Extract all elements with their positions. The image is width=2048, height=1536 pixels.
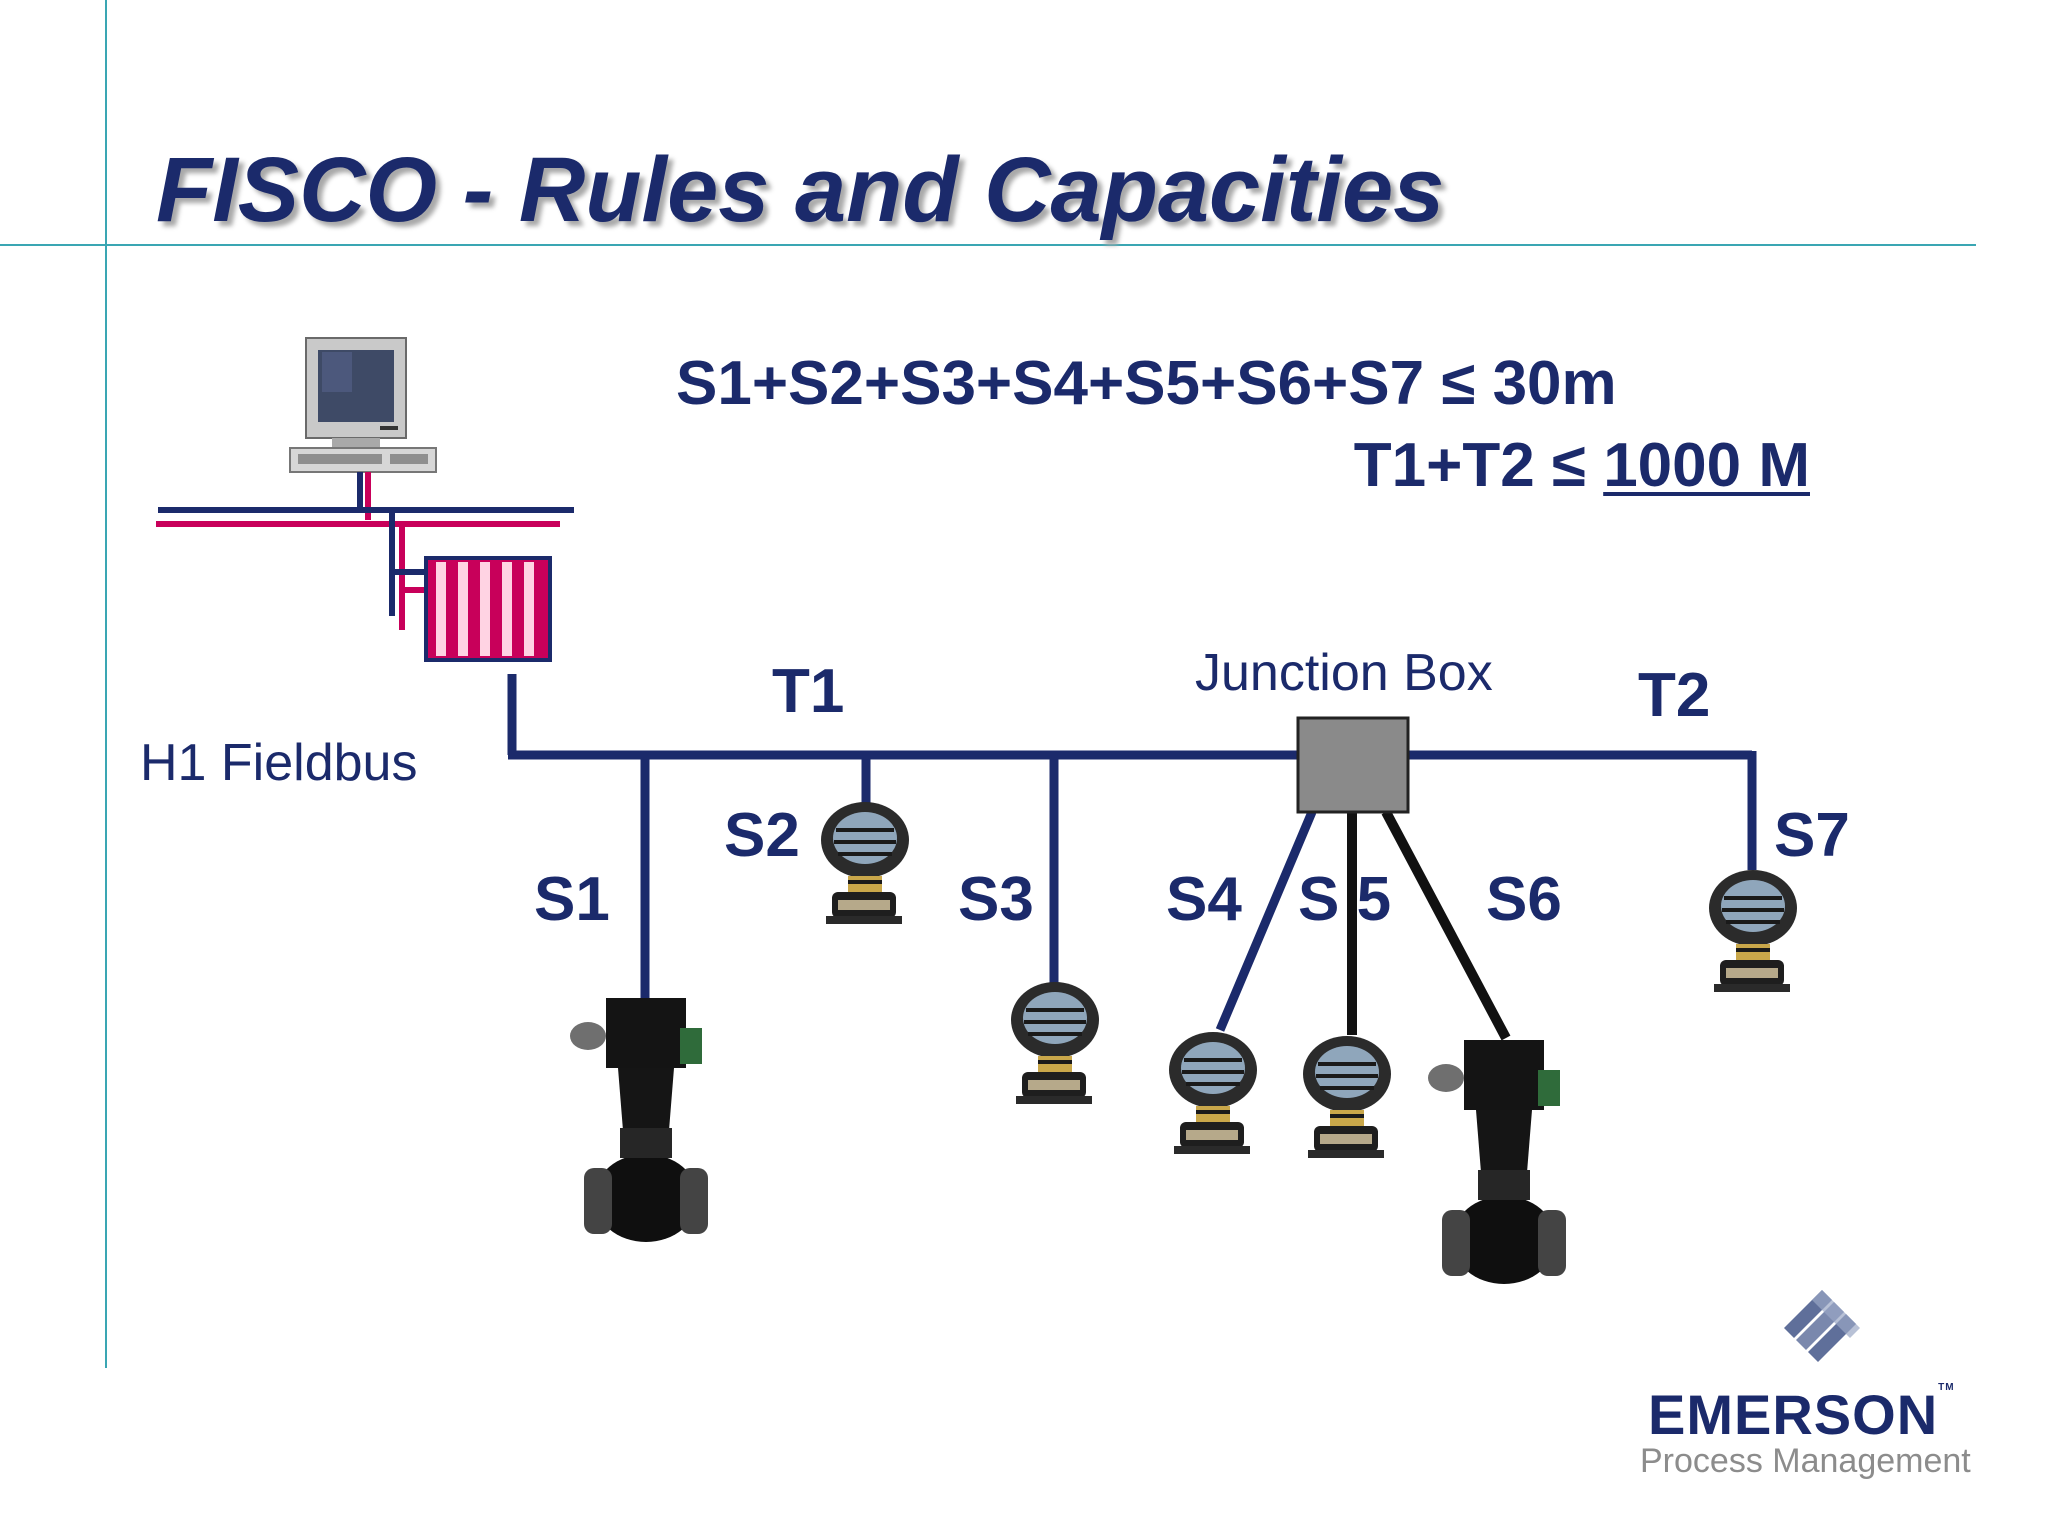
junction-box-icon [1296,716,1410,814]
spur-cables [640,755,1511,1041]
spur-label-s4: S4 [1166,865,1242,934]
transmitter-icon [1707,868,1799,994]
transmitter-icon [1009,980,1101,1106]
spur-label-s3: S3 [958,865,1034,934]
transmitter-icon [819,800,911,926]
trunk-label-t1: T1 [772,657,844,726]
transmitter-icon [1167,1030,1259,1156]
trunk-length-formula: T1+T2 ≤ 1000 M [1354,430,1810,501]
emerson-company-name: EMERSON [1648,1383,1939,1446]
trunk-formula-value: 1000 M [1603,431,1810,500]
spur-length-formula: S1+S2+S3+S4+S5+S6+S7 ≤ 30m [676,349,1617,418]
trademark-mark: TM [1938,1382,1955,1393]
spur-label-s5: S 5 [1298,865,1391,934]
trunk-cable [507,674,1757,870]
emerson-logo-mark [1784,1290,1860,1362]
junction-box-label: Junction Box [1195,644,1493,702]
controller-rack-icon [424,556,552,662]
trunk-label-t2: T2 [1638,661,1710,730]
trunk-formula-prefix: T1+T2 ≤ [1353,431,1604,500]
fieldbus-label: H1 Fieldbus [140,734,417,792]
spur-label-s6: S6 [1486,865,1562,934]
control-valve-icon [1428,1040,1566,1284]
control-network [156,472,574,630]
transmitter-icon [1301,1034,1393,1160]
emerson-division-name: Process Management [1640,1442,1971,1480]
spur-label-s2: S2 [724,801,800,870]
spur-label-s1: S1 [534,865,610,934]
emerson-wordmark: EMERSONTM [1648,1382,1955,1447]
control-valve-icon [570,998,708,1242]
computer-workstation-icon [289,337,437,473]
spur-label-s7: S7 [1774,801,1850,870]
accent-vertical-line [105,0,107,1368]
slide-title: FISCO - Rules and Capacities [156,139,1445,241]
accent-horizontal-line [0,244,1976,246]
